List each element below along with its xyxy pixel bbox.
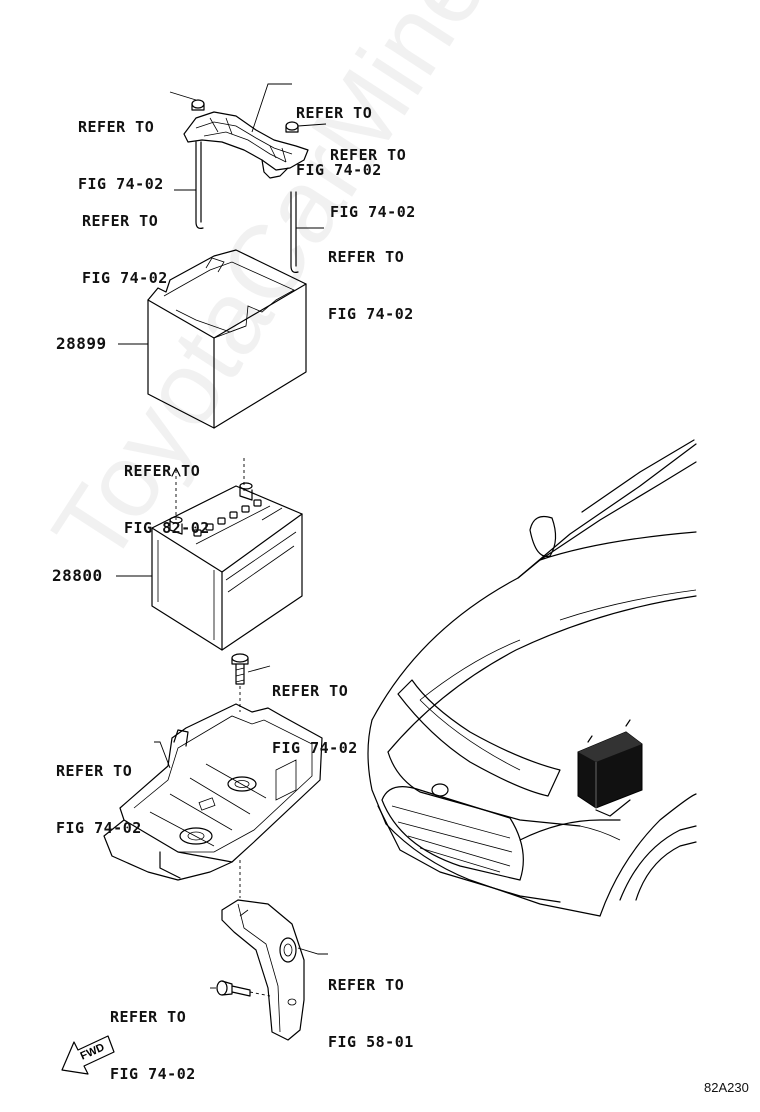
label-refer-bracket-bolt[interactable]: REFER TO FIG 74-02 [110,970,196,1103]
label-fig-line: FIG 74-02 [110,1065,196,1083]
label-refer-top-left[interactable]: REFER TO FIG 74-02 [78,80,164,213]
label-refer-top-right[interactable]: REFER TO FIG 74-02 [330,108,416,241]
label-refer-bracket[interactable]: REFER TO FIG 58-01 [328,938,414,1071]
label-refer-line: REFER TO [272,682,349,700]
label-fig-line: FIG 74-02 [56,819,142,837]
label-refer-line: REFER TO [78,118,155,136]
label-fig-line: FIG 74-02 [296,161,382,179]
label-refer-line: REFER TO [82,212,159,230]
label-refer-line: REFER TO [56,762,133,780]
battery [151,482,303,651]
vehicle-inset [367,439,697,917]
part-number-insulator[interactable]: 28899 [56,334,107,353]
label-refer-line: REFER TO [328,976,405,994]
figure-code: 82A230 [704,1080,749,1095]
label-fig-line: FIG 74-02 [78,175,164,193]
label-refer-line: REFER TO [124,462,201,480]
battery-insulator [147,249,307,429]
battery-tray [103,703,323,881]
label-refer-bolt[interactable]: REFER TO FIG 74-02 [272,644,358,777]
label-fig-line: FIG 74-02 [328,305,414,323]
fwd-arrow [61,1035,115,1075]
label-fig-line: FIG 82-02 [124,519,210,537]
tray-bolt [231,653,249,685]
label-refer-line: REFER TO [296,104,373,122]
battery-clamp [183,99,309,179]
label-fig-line: FIG 58-01 [328,1033,414,1051]
label-refer-terminal[interactable]: REFER TO FIG 82-02 [124,424,210,557]
label-refer-line: REFER TO [330,146,407,164]
part-number-battery[interactable]: 28800 [52,566,103,585]
bracket-bolt [216,980,251,997]
tray-bracket [221,899,305,1041]
label-refer-line: REFER TO [110,1008,187,1026]
label-refer-top-center[interactable]: REFER TO FIG 74-02 [296,66,382,199]
label-refer-rod-right[interactable]: REFER TO FIG 74-02 [328,210,414,343]
label-fig-line: FIG 74-02 [272,739,358,757]
label-refer-tray[interactable]: REFER TO FIG 74-02 [56,724,142,857]
label-refer-line: REFER TO [328,248,405,266]
label-fig-line: FIG 74-02 [330,203,416,221]
label-refer-rod-left[interactable]: REFER TO FIG 74-02 [82,174,168,307]
leaders [154,83,328,989]
hook-rods [195,141,299,273]
label-fig-line: FIG 74-02 [82,269,168,287]
